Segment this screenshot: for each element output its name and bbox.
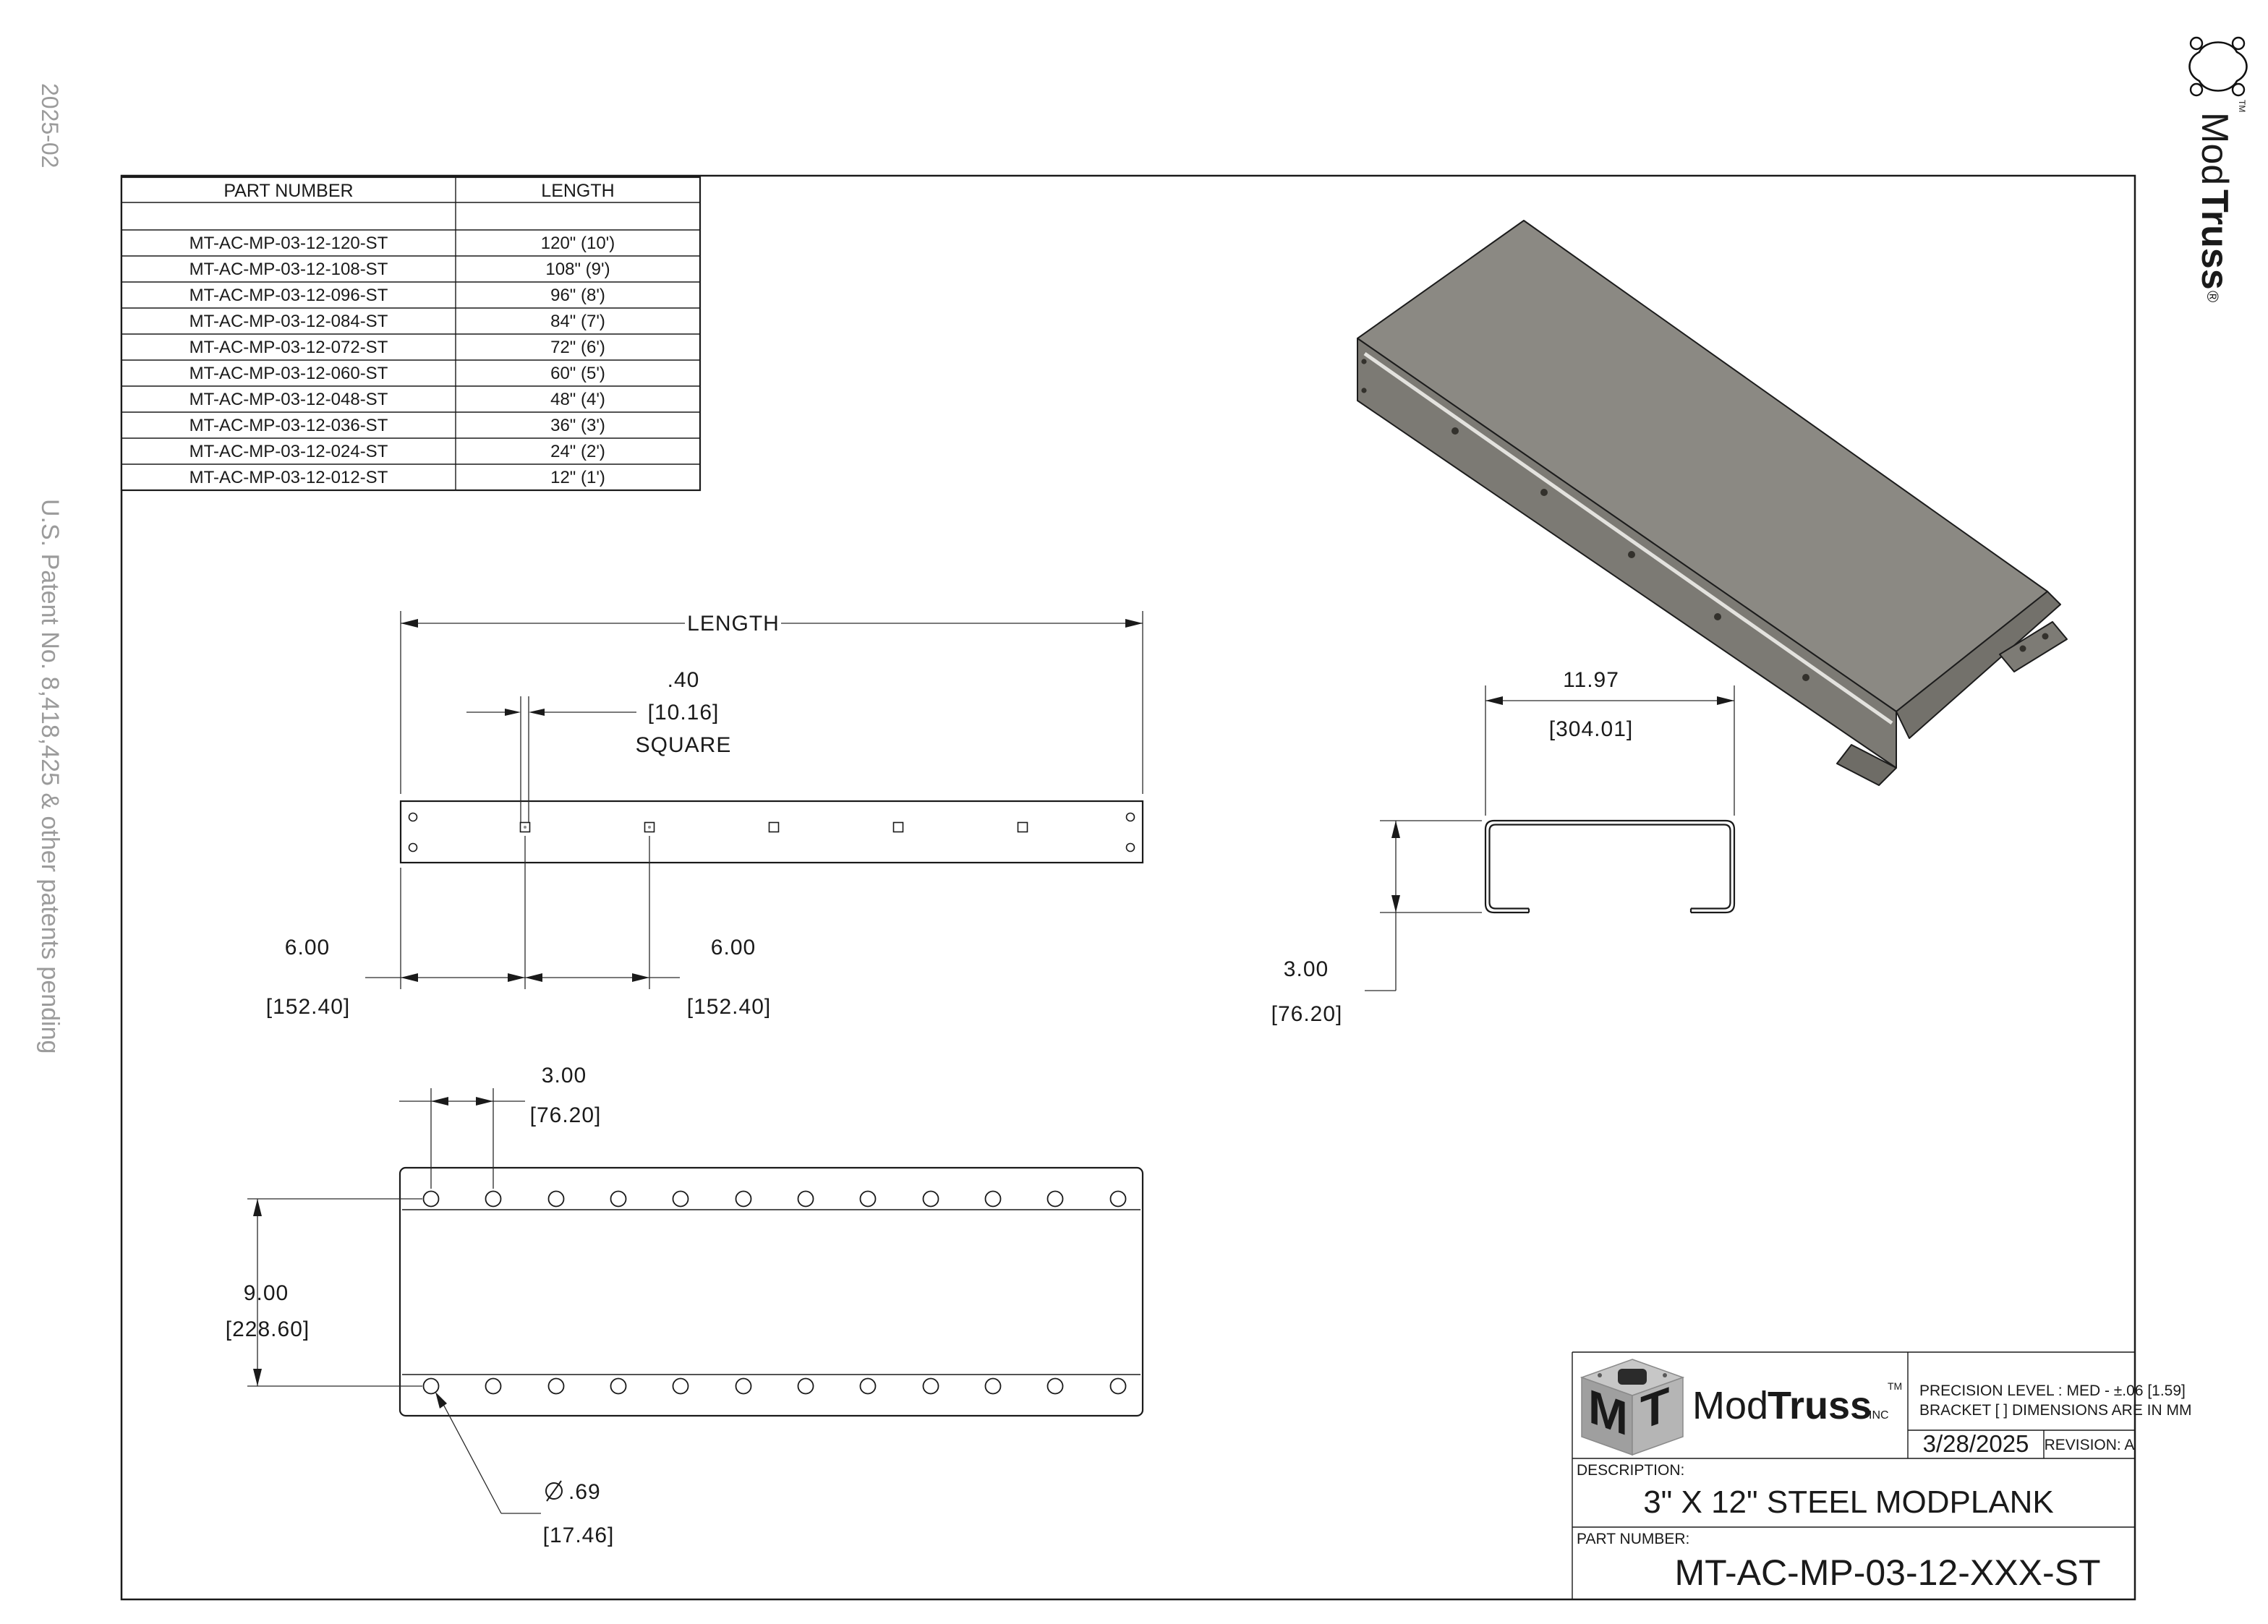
description-label: DESCRIPTION: <box>1577 1462 1684 1479</box>
dim-width-in: 11.97 <box>1563 668 1619 692</box>
dim-section-height: 3.00 [76.20] <box>1271 820 1482 1026</box>
dim-plan-spacing-in: 3.00 <box>542 1064 587 1087</box>
table-cell-length: 108" (9') <box>545 260 610 279</box>
dim-6in-left-mm: [152.40] <box>266 995 350 1019</box>
revision-value: REVISION: A <box>2045 1437 2135 1453</box>
iso-side-holes <box>1361 359 1809 681</box>
brand-name-bold: Truss <box>1768 1384 1872 1427</box>
dim-plan-row-spacing: 9.00 [228.60] <box>226 1198 422 1387</box>
table-cell-part: MT-AC-MP-03-12-048-ST <box>189 390 388 409</box>
table-cell-length: 12" (1') <box>550 468 605 487</box>
dim-dia-in: .69 <box>568 1480 601 1504</box>
description-value: 3" X 12" STEEL MODPLANK <box>1643 1484 2054 1520</box>
brand-name-regular: Mod <box>2194 112 2235 185</box>
dim-row-spacing-mm: [228.60] <box>226 1317 310 1341</box>
dim-length-label: LENGTH <box>687 612 780 636</box>
brand-suffix: INC <box>1869 1409 1889 1422</box>
dim-plan-spacing-mm: [76.20] <box>530 1103 602 1127</box>
dim-dia-mm: [17.46] <box>543 1523 615 1547</box>
plan-view: 3.00 [76.20] 9.00 [228.60] .69 [17.46] <box>226 1064 1144 1547</box>
part-number-value: MT-AC-MP-03-12-XXX-ST <box>1675 1552 2101 1593</box>
cube-letter-t: T <box>1640 1377 1669 1440</box>
patent-note: U.S. Patent No. 8,418,425 & other patent… <box>36 499 64 1054</box>
dim-width-mm: [304.01] <box>1549 717 1633 741</box>
margin-notes: 2025-02 U.S. Patent No. 8,418,425 & othe… <box>36 83 64 1054</box>
table-header-part-number: PART NUMBER <box>223 181 353 201</box>
table-cell-length: 84" (7') <box>550 312 605 331</box>
table-cell-length: 24" (2') <box>550 442 605 461</box>
front-view-end-holes <box>408 812 1135 852</box>
mt-cube-logo-icon: M T <box>1580 1359 1685 1456</box>
brand-name-regular: Mod <box>1692 1384 1768 1427</box>
dim-square-in: .40 <box>668 668 700 692</box>
parts-table: PART NUMBER LENGTH MT-AC-MP-03-12-120-ST… <box>120 176 702 492</box>
brand-logo-titleblock: Mod Truss INC TM <box>1692 1380 1902 1427</box>
dim-plan-hole-spacing: 3.00 [76.20] <box>399 1064 602 1189</box>
plan-holes-bottom-row <box>422 1377 1127 1395</box>
dim-row-spacing-in: 9.00 <box>244 1281 289 1305</box>
dim-length: LENGTH <box>400 611 1143 794</box>
dim-square-hole: .40 [10.16] SQUARE <box>466 668 732 822</box>
front-view-square-holes <box>519 821 1028 833</box>
dim-height-in: 3.00 <box>1284 957 1329 981</box>
registered-mark: ® <box>2204 291 2222 302</box>
table-cell-length: 72" (6') <box>550 338 605 357</box>
table-cell-part: MT-AC-MP-03-12-024-ST <box>189 442 388 461</box>
dim-hole-diameter: .69 [17.46] <box>435 1392 615 1547</box>
part-number-label: PART NUMBER: <box>1577 1531 1689 1547</box>
isometric-view <box>1357 220 2068 786</box>
precision-note-line2: BRACKET [ ] DIMENSIONS ARE IN MM <box>1919 1402 2192 1419</box>
dim-section-width: 11.97 [304.01] <box>1485 668 1735 816</box>
dim-height-mm: [76.20] <box>1271 1002 1343 1026</box>
dim-6in-right-mm: [152.40] <box>687 995 771 1019</box>
iso-right-end-wall <box>1896 591 2061 739</box>
dim-square-mm: [10.16] <box>648 701 720 725</box>
table-cell-part: MT-AC-MP-03-12-072-ST <box>189 338 388 357</box>
diameter-symbol-icon <box>545 1480 563 1502</box>
iso-right-lip <box>1999 621 2068 672</box>
table-cell-length: 120" (10') <box>541 234 615 253</box>
table-cell-part: MT-AC-MP-03-12-036-ST <box>189 416 388 435</box>
sheet-border <box>120 174 2136 1601</box>
table-cell-part: MT-AC-MP-03-12-012-ST <box>189 468 388 487</box>
table-cell-part: MT-AC-MP-03-12-108-ST <box>189 260 388 279</box>
section-view: 11.97 [304.01] 3.00 [76.20] <box>1271 668 1736 1026</box>
dim-6in-spacing: 6.00 [152.40] 6.00 [152.40] <box>266 836 771 1019</box>
dim-6in-right-in: 6.00 <box>711 936 756 960</box>
iso-near-lip <box>1836 744 1897 786</box>
table-cell-length: 36" (3') <box>550 416 605 435</box>
brand-name-bold: Truss <box>2194 189 2235 290</box>
front-view: LENGTH .40 [10.16] SQUARE 6.00 <box>266 611 1144 1019</box>
table-cell-part: MT-AC-MP-03-12-084-ST <box>189 312 388 331</box>
table-cell-part: MT-AC-MP-03-12-096-ST <box>189 286 388 305</box>
dim-square-note: SQUARE <box>636 733 732 757</box>
plan-holes-top-row <box>422 1190 1127 1208</box>
table-cell-part: MT-AC-MP-03-12-060-ST <box>189 364 388 383</box>
brand-logo-vertical: TM Mod Truss ® <box>2188 36 2248 302</box>
modtruss-clover-icon <box>2188 36 2248 97</box>
date-value: 3/28/2025 <box>1923 1430 2029 1457</box>
table-header-length: LENGTH <box>541 181 614 201</box>
tm-mark: TM <box>2237 100 2247 112</box>
table-cell-length: 96" (8') <box>550 286 605 305</box>
tm-mark: TM <box>1888 1380 1902 1392</box>
dim-6in-left-in: 6.00 <box>285 936 330 960</box>
table-cell-length: 60" (5') <box>550 364 605 383</box>
table-cell-part: MT-AC-MP-03-12-120-ST <box>189 234 388 253</box>
table-cell-length: 48" (4') <box>550 390 605 409</box>
precision-note-line1: PRECISION LEVEL : MED - ±.06 [1.59] <box>1919 1382 2186 1399</box>
title-block: M T Mod Truss INC TM PRECISION LEVEL : M… <box>1572 1351 2192 1599</box>
table-rows: MT-AC-MP-03-12-120-ST 120" (10') MT-AC-M… <box>189 234 615 487</box>
date-code-note: 2025-02 <box>37 83 63 168</box>
